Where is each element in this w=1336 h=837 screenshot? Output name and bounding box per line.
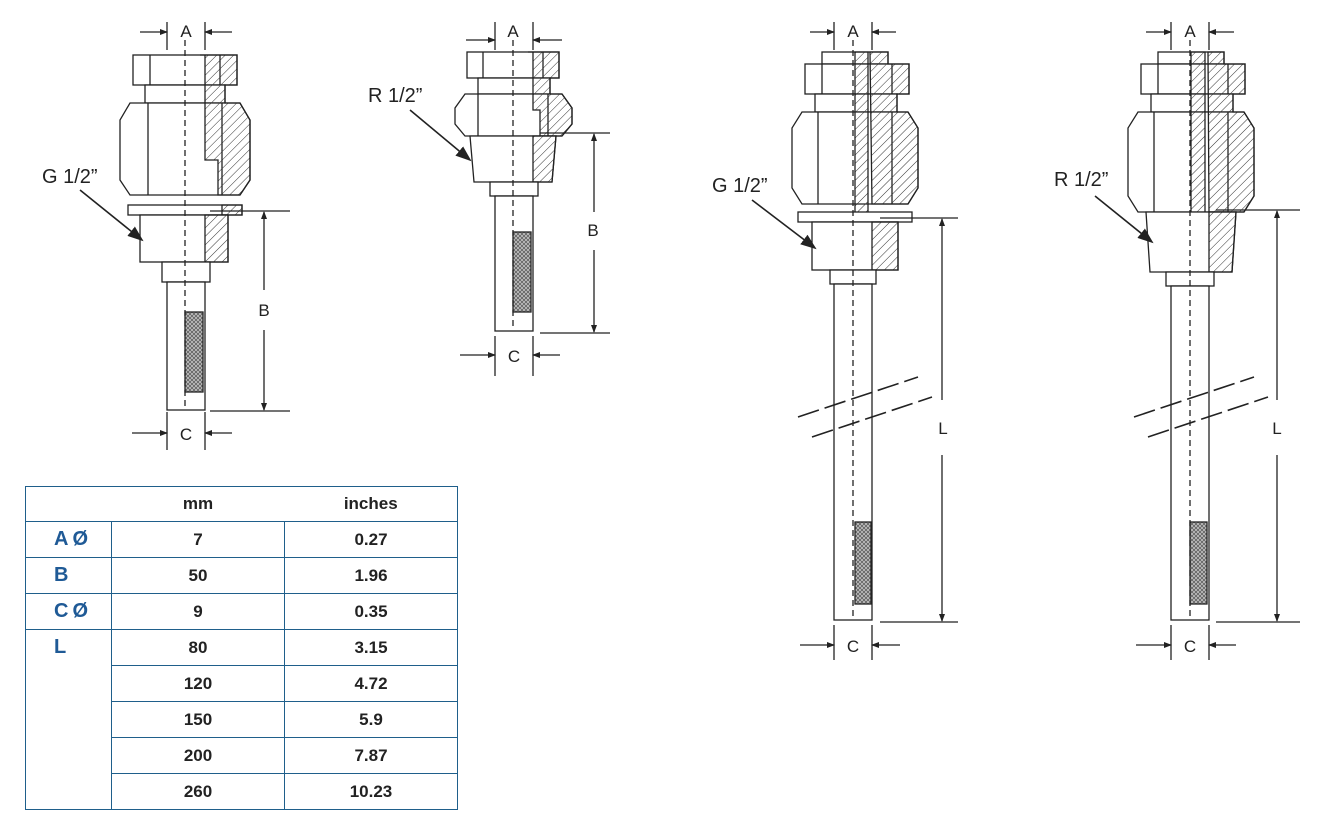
- table-row: 260 10.23: [25, 773, 458, 810]
- dim-b-label-1: B: [258, 301, 269, 320]
- thread-label-r-4: R 1/2”: [1054, 169, 1108, 191]
- row-inches: 0.35: [284, 593, 458, 630]
- dim-b-label-2: B: [587, 221, 598, 240]
- diameter-symbol: Ø: [72, 600, 89, 622]
- dim-c-label-4: C: [1184, 637, 1196, 656]
- row-label-text: A: [54, 528, 69, 550]
- thread-label-g-3: G 1/2”: [712, 175, 768, 197]
- row-inches: 10.23: [284, 773, 458, 810]
- row-label: [25, 701, 112, 738]
- row-label-text: L: [54, 636, 67, 658]
- row-mm: 260: [111, 773, 285, 810]
- dim-a-label-4: A: [1184, 22, 1196, 41]
- dim-c-label-1: C: [180, 425, 192, 444]
- table-header-inches: inches: [284, 486, 458, 522]
- row-label-text: C: [54, 600, 69, 622]
- row-mm: 50: [111, 557, 285, 594]
- drawing-2-r-thread-short: [409, 22, 610, 376]
- row-mm: 150: [111, 701, 285, 738]
- dim-c-label-2: C: [508, 347, 520, 366]
- row-label: B: [25, 557, 112, 594]
- dim-l-label-3: L: [938, 419, 947, 438]
- row-inches: 1.96: [284, 557, 458, 594]
- drawing-3-g-thread-long: [751, 22, 958, 660]
- table-row: 150 5.9: [25, 701, 458, 738]
- row-inches: 0.27: [284, 521, 458, 558]
- table-header-mm: mm: [111, 486, 285, 522]
- table-header-blank: [25, 486, 112, 522]
- drawing-4-r-thread-long: [1094, 22, 1300, 660]
- table-row: 200 7.87: [25, 737, 458, 774]
- dim-a-label-3: A: [847, 22, 859, 41]
- row-mm: 200: [111, 737, 285, 774]
- row-mm: 7: [111, 521, 285, 558]
- drawing-1-g-thread-short: [79, 22, 290, 450]
- row-label: L: [25, 629, 112, 666]
- thread-label-r-2: R 1/2”: [368, 85, 422, 107]
- row-label: [25, 773, 112, 810]
- row-inches: 5.9: [284, 701, 458, 738]
- row-mm: 9: [111, 593, 285, 630]
- thread-label-g-1: G 1/2”: [42, 166, 98, 188]
- row-label: [25, 737, 112, 774]
- dim-c-label-3: C: [847, 637, 859, 656]
- row-inches: 4.72: [284, 665, 458, 702]
- row-label-text: B: [54, 564, 69, 586]
- diameter-symbol: Ø: [72, 528, 89, 550]
- table-header-row: mm inches: [25, 486, 458, 522]
- dim-a-label-1: A: [180, 22, 192, 41]
- row-inches: 7.87: [284, 737, 458, 774]
- table-row: 120 4.72: [25, 665, 458, 702]
- row-mm: 120: [111, 665, 285, 702]
- row-mm: 80: [111, 629, 285, 666]
- row-label: [25, 665, 112, 702]
- dim-l-label-4: L: [1272, 419, 1281, 438]
- row-inches: 3.15: [284, 629, 458, 666]
- dim-a-label-2: A: [507, 22, 519, 41]
- table-row: B 50 1.96: [25, 557, 458, 594]
- table-row: L 80 3.15: [25, 629, 458, 666]
